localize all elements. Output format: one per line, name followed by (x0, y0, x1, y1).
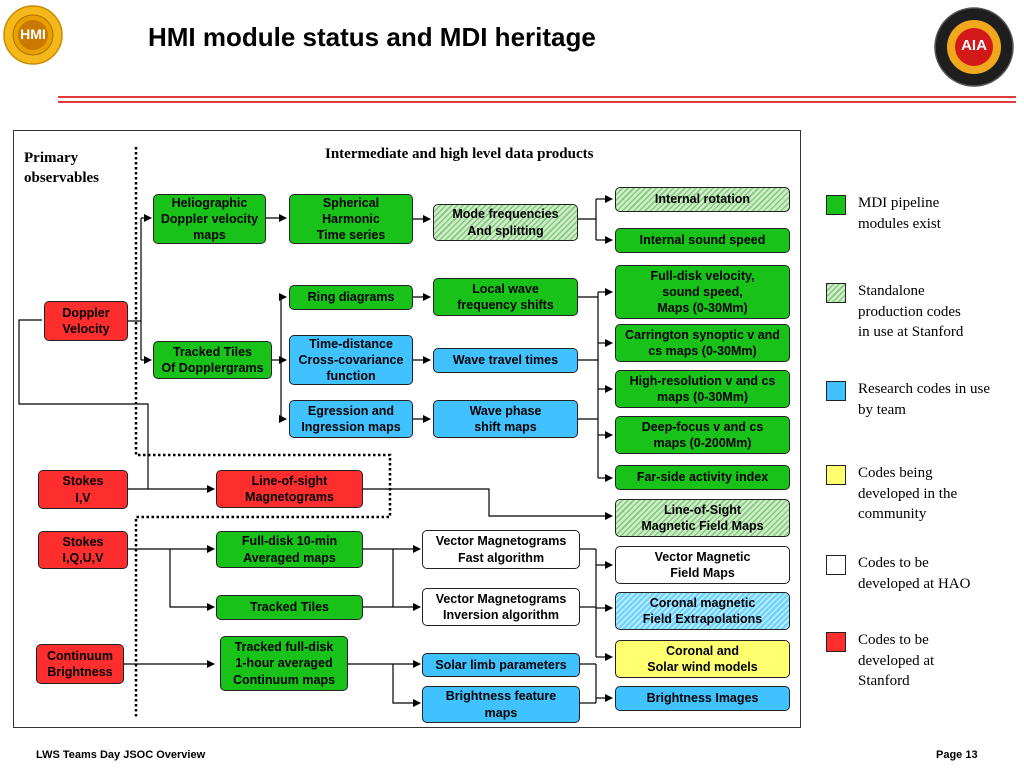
aia-logo: AIA (932, 6, 1016, 88)
hmi-seal-icon (3, 5, 63, 65)
legend-label-stanford: Codes to be developed at Stanford (858, 632, 935, 690)
carrington-synoptic-box[interactable]: Carrington synoptic v and cs maps (0-30M… (615, 324, 790, 362)
time-distance-box[interactable]: Time-distance Cross-covariance function (289, 335, 413, 385)
stokes-iv-box[interactable]: Stokes I,V (38, 470, 128, 509)
coronal-magnetic-box[interactable]: Coronal magnetic Field Extrapolations (615, 592, 790, 630)
solar-limb-box[interactable]: Solar limb parameters (422, 653, 580, 677)
wave-travel-times-box[interactable]: Wave travel times (433, 348, 578, 373)
stokes-iquv-box[interactable]: Stokes I,Q,U,V (38, 531, 128, 569)
legend-label-research: Research codes in use by team (858, 381, 991, 418)
aia-logo-text: AIA (961, 37, 987, 54)
legend-label-hao: Codes to be developed at HAO (858, 555, 971, 592)
legend-label-mdi: MDI pipeline modules exist (858, 195, 941, 232)
tracked-fulldisk-continuum-box[interactable]: Tracked full-disk 1-hour averaged Contin… (220, 636, 348, 691)
vector-field-maps-box[interactable]: Vector Magnetic Field Maps (615, 546, 790, 584)
egression-ingression-box[interactable]: Egression and Ingression maps (289, 400, 413, 438)
legend-swatch-blue (826, 381, 846, 401)
page-title: HMI module status and MDI heritage (148, 22, 596, 52)
legend-swatch-red (826, 632, 846, 652)
deep-focus-box[interactable]: Deep-focus v and cs maps (0-200Mm) (615, 416, 790, 454)
fulldisk-velocity-box[interactable]: Full-disk velocity, sound speed, Maps (0… (615, 265, 790, 319)
internal-rotation-box[interactable]: Internal rotation (615, 187, 790, 212)
doppler-velocity-box[interactable]: Doppler Velocity (44, 301, 128, 341)
legend-label-standalone: Standalone production codes in use at St… (858, 283, 964, 341)
heliographic-doppler-box[interactable]: Heliographic Doppler velocity maps (153, 194, 266, 244)
legend-label-community: Codes being developed in the community (858, 465, 958, 523)
legend-swatch-green (826, 195, 846, 215)
internal-sound-speed-box[interactable]: Internal sound speed (615, 228, 790, 253)
hmi-logo-text: HMI (20, 26, 46, 42)
legend-swatch-white (826, 555, 846, 575)
legend-swatch-hatch (826, 283, 846, 303)
local-wave-box[interactable]: Local wave frequency shifts (433, 278, 578, 316)
intermediate-products-label: Intermediate and high level data product… (325, 146, 594, 162)
vector-inversion-box[interactable]: Vector Magnetograms Inversion algorithm (422, 588, 580, 626)
los-magnetograms-box[interactable]: Line-of-sight Magnetograms (216, 470, 363, 508)
brightness-images-box[interactable]: Brightness Images (615, 686, 790, 711)
high-resolution-box[interactable]: High-resolution v and cs maps (0-30Mm) (615, 370, 790, 408)
hmi-logo: HMI (2, 4, 64, 66)
fulldisk-10min-box[interactable]: Full-disk 10-min Averaged maps (216, 531, 363, 568)
legend-swatch-yellow (826, 465, 846, 485)
los-field-maps-box[interactable]: Line-of-Sight Magnetic Field Maps (615, 499, 790, 537)
tracked-tiles-dopplergrams-box[interactable]: Tracked Tiles Of Dopplergrams (153, 341, 272, 379)
aia-seal-icon (934, 7, 1014, 87)
wave-phase-shift-box[interactable]: Wave phase shift maps (433, 400, 578, 438)
continuum-brightness-box[interactable]: Continuum Brightness (36, 644, 124, 684)
header-rule-bottom (58, 101, 1016, 103)
primary-observables-label: Primary observables (24, 150, 99, 187)
header-rule-top (58, 96, 1016, 98)
brightness-feature-box[interactable]: Brightness feature maps (422, 686, 580, 723)
diagram-panel (13, 130, 801, 728)
spherical-harmonic-box[interactable]: Spherical Harmonic Time series (289, 194, 413, 244)
ring-diagrams-box[interactable]: Ring diagrams (289, 285, 413, 310)
vector-fast-box[interactable]: Vector Magnetograms Fast algorithm (422, 530, 580, 569)
far-side-index-box[interactable]: Far-side activity index (615, 465, 790, 490)
footer-page-number: Page 13 (936, 749, 978, 761)
footer-left: LWS Teams Day JSOC Overview (36, 749, 206, 761)
mode-frequencies-box[interactable]: Mode frequencies And splitting (433, 204, 578, 241)
tracked-tiles-box[interactable]: Tracked Tiles (216, 595, 363, 620)
coronal-solar-wind-box[interactable]: Coronal and Solar wind models (615, 640, 790, 678)
